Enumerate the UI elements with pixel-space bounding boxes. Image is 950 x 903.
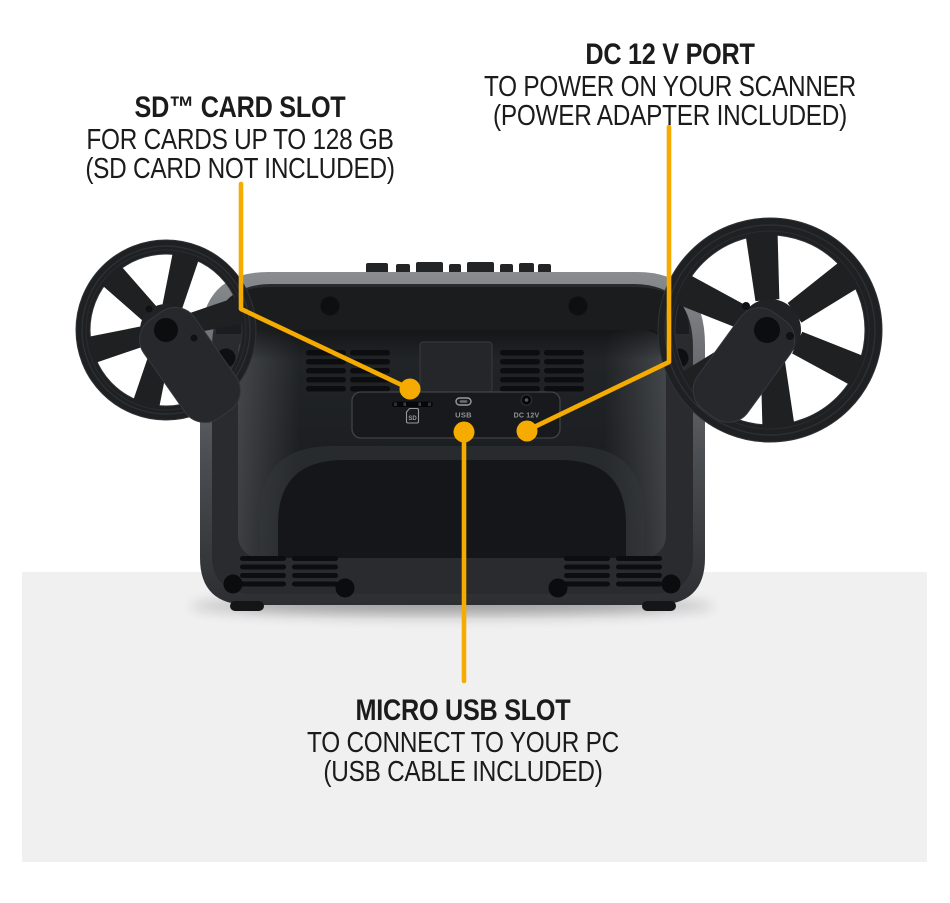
vent-grille-upper-right (500, 350, 584, 392)
screw-hole (661, 574, 681, 594)
sd-icon-label: SD (408, 416, 417, 422)
dc-port-label: DC 12V (514, 413, 540, 420)
device-foot (642, 601, 676, 611)
annotation-usb-line1: TO CONNECT TO YOUR PC (307, 727, 619, 759)
right-film-reel (657, 217, 883, 443)
callout-dot-sd (399, 378, 421, 400)
screw-hole (320, 296, 340, 316)
usb-port-label: USB (455, 411, 472, 420)
sd-card-slot (392, 401, 433, 407)
annotation-usb-line2: (USB CABLE INCLUDED) (323, 755, 603, 788)
right-reel-bracket (692, 302, 796, 423)
annotation-dc-line1: TO POWER ON YOUR SCANNER (483, 71, 857, 103)
annotation-sd-card: SD™ CARD SLOT FOR CARDS UP TO 128 GB (SD… (0, 93, 540, 183)
annotation-dc-port: DC 12 V PORT TO POWER ON YOUR SCANNER (P… (370, 40, 950, 130)
screw-hole (548, 578, 568, 598)
rear-top-band (216, 287, 689, 334)
ports-panel: SD USB DC 12V (351, 391, 561, 439)
floor-plane (22, 572, 927, 862)
callout-line-dc (525, 124, 672, 433)
callout-dot-usb (453, 421, 475, 443)
screw-hole (335, 578, 355, 598)
annotation-sd-line2: (SD CARD NOT INCLUDED) (85, 152, 395, 185)
callout-line-sd (238, 181, 411, 391)
annotation-dc-title: DC 12 V PORT (585, 38, 755, 71)
vent-grille-lower-left (240, 556, 338, 587)
vent-grille-lower-right (564, 556, 662, 587)
callout-dot-dc (516, 420, 538, 442)
annotation-micro-usb: MICRO USB SLOT TO CONNECT TO YOUR PC (US… (163, 696, 763, 786)
usb-port: USB (455, 397, 472, 420)
dc-port: DC 12V (514, 394, 540, 420)
center-hatch-panel (419, 341, 493, 393)
left-film-reel (75, 239, 257, 424)
screw-hole (223, 574, 243, 594)
annotation-sd-line1: FOR CARDS UP TO 128 GB (86, 124, 394, 156)
screw-hole (568, 296, 588, 316)
annotation-dc-line2: (POWER ADAPTER INCLUDED) (493, 99, 847, 132)
annotation-sd-title: SD™ CARD SLOT (134, 91, 346, 124)
annotation-usb-title: MICRO USB SLOT (355, 694, 571, 727)
scanner-body: SD USB DC 12V (200, 262, 705, 611)
sd-card-icon: SD (405, 407, 420, 424)
device-foot (230, 601, 264, 611)
left-reel-bracket (139, 305, 241, 424)
arch-niche (278, 460, 626, 558)
